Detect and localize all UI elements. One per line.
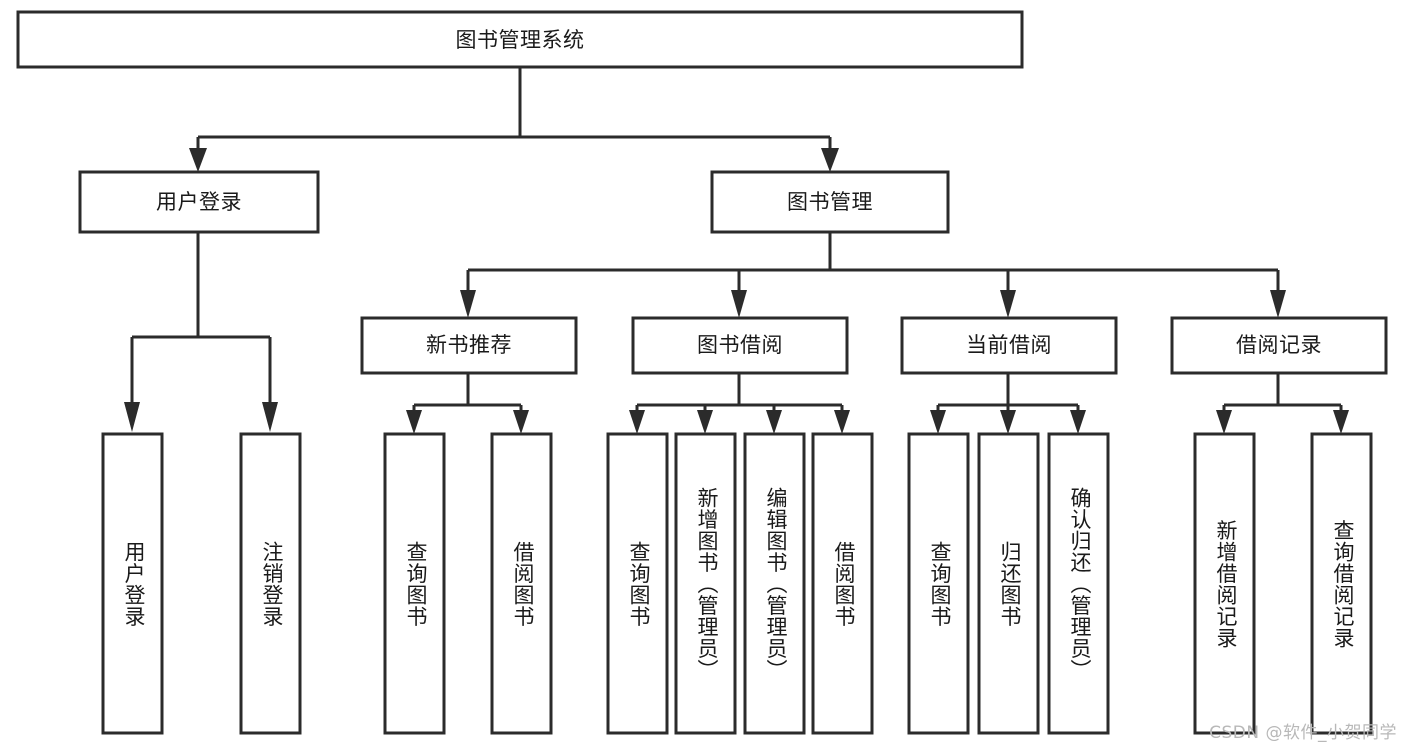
current-borrow-label: 当前借阅 xyxy=(966,333,1052,357)
leaf-query-book-2[interactable]: 查询图书 xyxy=(606,432,669,735)
user-login-label: 用户登录 xyxy=(156,190,242,214)
leaf-query-book-1-box[interactable] xyxy=(383,432,446,735)
book-manage-box[interactable] xyxy=(710,170,950,234)
new-book-rec-box[interactable] xyxy=(360,316,578,375)
leaf-confirm-return[interactable]: 确认归还（管理员） xyxy=(1047,432,1110,735)
leaf-query-book-1[interactable]: 查询图书 xyxy=(383,432,446,735)
book-borrow-label: 图书借阅 xyxy=(697,333,783,357)
arrowhead-leaf-borrow-book-2 xyxy=(834,410,850,434)
borrow-record-label: 借阅记录 xyxy=(1236,333,1322,357)
arrowhead-leaf-edit-book xyxy=(766,410,782,434)
leaf-query-book-1-label: 查询图书 xyxy=(404,541,428,627)
leaf-add-record-box[interactable] xyxy=(1193,432,1256,735)
leaf-add-book-box[interactable] xyxy=(674,432,737,735)
leaf-query-book-2-label: 查询图书 xyxy=(627,541,651,627)
leaf-return-book-box[interactable] xyxy=(977,432,1040,735)
node-book-borrow[interactable]: 图书借阅 xyxy=(631,316,849,375)
arrowhead-leaf-user-login xyxy=(124,402,140,432)
leaf-user-login-box[interactable] xyxy=(101,432,164,735)
leaf-borrow-book-2-label: 借阅图书 xyxy=(832,541,856,627)
borrow-record-box[interactable] xyxy=(1170,316,1388,375)
arrowhead-book-manage xyxy=(821,148,839,172)
book-manage-label: 图书管理 xyxy=(787,190,873,214)
edge-layer xyxy=(124,67,1349,434)
node-current-borrow[interactable]: 当前借阅 xyxy=(900,316,1118,375)
arrowhead-new-book-rec xyxy=(460,290,476,318)
leaf-borrow-book-1[interactable]: 借阅图书 xyxy=(490,432,553,735)
leaf-borrow-book-2-box[interactable] xyxy=(811,432,874,735)
arrowhead-leaf-borrow-book-1 xyxy=(513,410,529,434)
leaf-query-book-3-label: 查询图书 xyxy=(928,541,952,627)
arrowhead-leaf-return-book xyxy=(1000,410,1016,434)
arrowhead-borrow-record xyxy=(1270,290,1286,318)
leaf-return-book[interactable]: 归还图书 xyxy=(977,432,1040,735)
leaf-edit-book[interactable]: 编辑图书（管理员） xyxy=(743,432,806,735)
leaf-query-record-label: 查询借阅记录 xyxy=(1331,520,1355,649)
arrowhead-leaf-query-book-1 xyxy=(406,410,422,434)
leaf-edit-book-box[interactable] xyxy=(743,432,806,735)
arrowhead-leaf-add-book xyxy=(697,410,713,434)
arrowhead-current-borrow xyxy=(1000,290,1016,318)
leaf-borrow-book-1-label: 借阅图书 xyxy=(511,541,535,627)
leaf-user-login[interactable]: 用户登录 xyxy=(101,432,164,735)
leaf-return-book-label: 归还图书 xyxy=(998,541,1022,627)
arrowhead-leaf-query-book-3 xyxy=(930,410,946,434)
leaf-add-record-label: 新增借阅记录 xyxy=(1214,520,1238,649)
csdn-watermark: CSDN @软件_小贺同学 xyxy=(1209,723,1397,743)
leaf-confirm-return-box[interactable] xyxy=(1047,432,1110,735)
leaf-add-record[interactable]: 新增借阅记录 xyxy=(1193,432,1256,735)
new-book-rec-label: 新书推荐 xyxy=(426,333,512,357)
leaf-add-book[interactable]: 新增图书（管理员） xyxy=(674,432,737,735)
node-new-book-rec[interactable]: 新书推荐 xyxy=(360,316,578,375)
leaf-user-login-label: 用户登录 xyxy=(122,541,146,627)
arrowhead-leaf-query-record xyxy=(1333,410,1349,434)
root-box[interactable] xyxy=(16,10,1024,69)
book-borrow-box[interactable] xyxy=(631,316,849,375)
leaf-query-book-2-box[interactable] xyxy=(606,432,669,735)
leaf-query-book-3[interactable]: 查询图书 xyxy=(907,432,970,735)
user-login-box[interactable] xyxy=(78,170,320,234)
leaf-query-record[interactable]: 查询借阅记录 xyxy=(1310,432,1373,735)
arrowhead-leaf-user-logout xyxy=(262,402,278,432)
node-book-manage[interactable]: 图书管理 xyxy=(710,170,950,234)
leaf-user-logout-label: 注销登录 xyxy=(260,541,284,627)
leaf-edit-book-label: 编辑图书（管理员） xyxy=(764,487,788,681)
arrowhead-leaf-confirm-return xyxy=(1070,410,1086,434)
leaf-borrow-book-1-box[interactable] xyxy=(490,432,553,735)
arrowhead-leaf-add-record xyxy=(1216,410,1232,434)
node-user-login[interactable]: 用户登录 xyxy=(78,170,320,234)
leaf-user-logout-box[interactable] xyxy=(239,432,302,735)
node-root[interactable]: 图书管理系统 xyxy=(16,10,1024,69)
arrowhead-leaf-query-book-2 xyxy=(629,410,645,434)
leaf-add-book-label: 新增图书（管理员） xyxy=(695,487,719,681)
node-borrow-record[interactable]: 借阅记录 xyxy=(1170,316,1388,375)
arrowhead-user-login xyxy=(189,148,207,172)
leaf-query-record-box[interactable] xyxy=(1310,432,1373,735)
root-label: 图书管理系统 xyxy=(456,28,585,52)
leaf-query-book-3-box[interactable] xyxy=(907,432,970,735)
leaf-confirm-return-label: 确认归还（管理员） xyxy=(1068,487,1092,681)
current-borrow-box[interactable] xyxy=(900,316,1118,375)
arrowhead-book-borrow xyxy=(731,290,747,318)
leaf-borrow-book-2[interactable]: 借阅图书 xyxy=(811,432,874,735)
leaf-user-logout[interactable]: 注销登录 xyxy=(239,432,302,735)
